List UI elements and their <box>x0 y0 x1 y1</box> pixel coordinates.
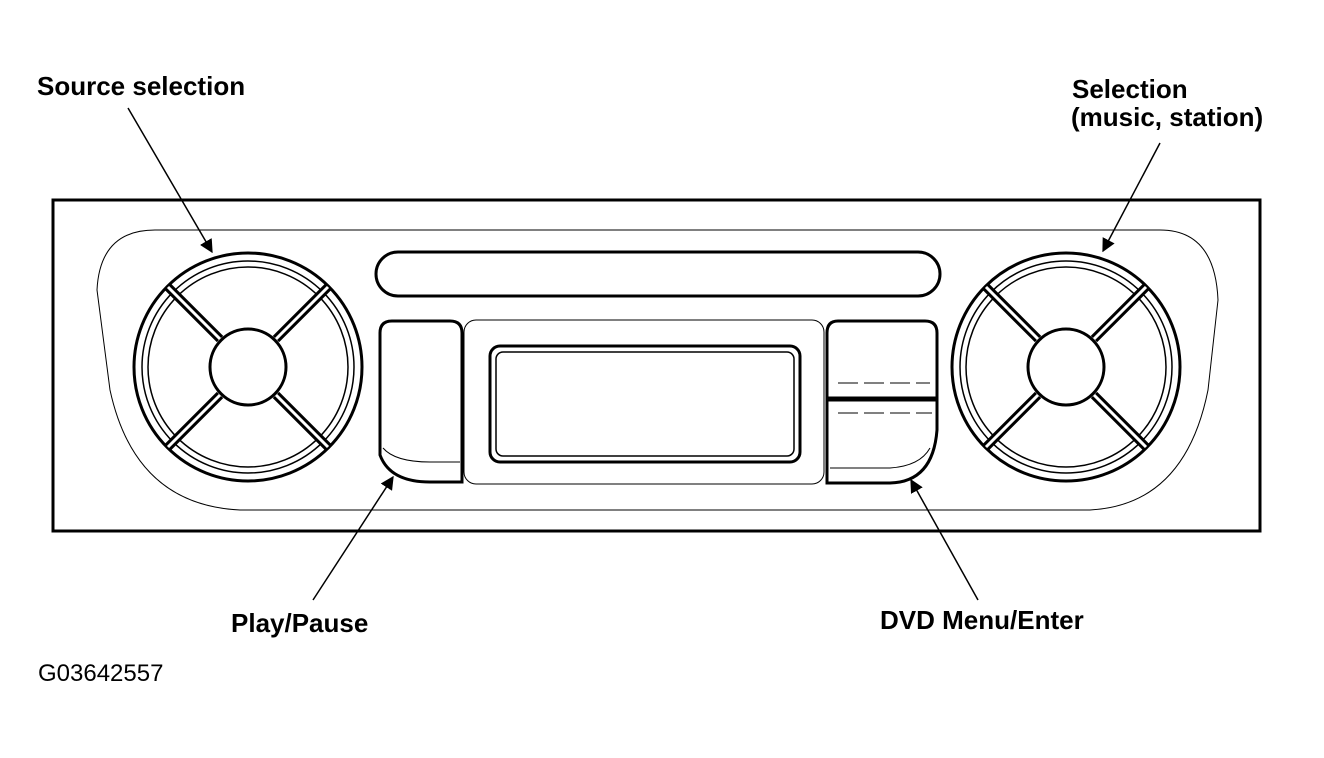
panel-bezel <box>96 229 1219 511</box>
play-pause-label: Play/Pause <box>231 608 369 638</box>
disc-slot <box>374 250 942 298</box>
figure-code: G03642557 <box>38 660 164 687</box>
source-selection-label: Source selection <box>37 71 246 101</box>
play-pause-leader <box>312 475 394 601</box>
dvd-menu-enter-leader <box>910 478 979 601</box>
source-selection-leader <box>127 107 213 254</box>
selection-label-line1: Selection <box>1072 74 1188 104</box>
dvd-enter-button[interactable] <box>825 398 939 485</box>
selection-label-line2: (music, station) <box>1071 102 1264 132</box>
selection-leader <box>1102 142 1161 253</box>
dvd-menu-button[interactable] <box>825 319 939 400</box>
selection-knob[interactable] <box>950 251 1182 483</box>
source-selection-knob[interactable] <box>132 251 364 483</box>
display-screen <box>488 344 802 464</box>
play-pause-button[interactable] <box>378 319 464 484</box>
dvd-menu-enter-label: DVD Menu/Enter <box>880 605 1084 635</box>
display-housing <box>463 319 825 485</box>
